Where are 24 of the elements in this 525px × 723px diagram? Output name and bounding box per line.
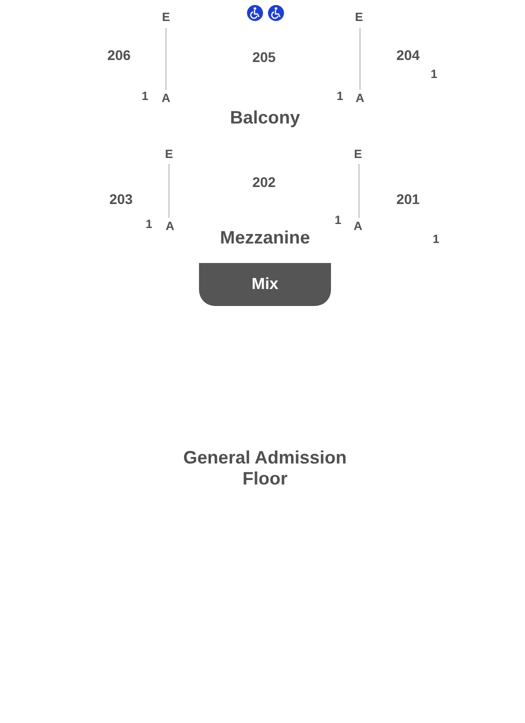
section-number: 203 xyxy=(109,190,133,208)
seat-number: 1 xyxy=(430,68,438,82)
level-label: Mezzanine xyxy=(220,228,310,248)
level-label: Balcony xyxy=(230,108,300,128)
row-letter: A xyxy=(354,220,362,234)
seat-number: 1 xyxy=(336,90,344,104)
row-letter: E xyxy=(165,148,173,162)
row-letter: A xyxy=(356,92,364,106)
section-number: 205 xyxy=(252,48,276,66)
section-number: 201 xyxy=(396,190,420,208)
seat-number: 1 xyxy=(334,214,342,228)
row-letter: E xyxy=(162,11,170,25)
row-letter: A xyxy=(166,220,174,234)
area-label: General Admission Floor xyxy=(182,447,348,489)
seat-number: 1 xyxy=(432,233,440,247)
seat-number: 1 xyxy=(142,90,148,104)
section-number: 206 xyxy=(107,46,131,64)
row-letter: E xyxy=(354,148,362,162)
section-number: 202 xyxy=(252,174,276,190)
row-letter: E xyxy=(355,11,363,25)
seat-number: 1 xyxy=(146,218,152,232)
mix-booth: Mix xyxy=(199,263,331,306)
row-letter: A xyxy=(162,92,170,106)
section-number: 204 xyxy=(396,46,420,64)
